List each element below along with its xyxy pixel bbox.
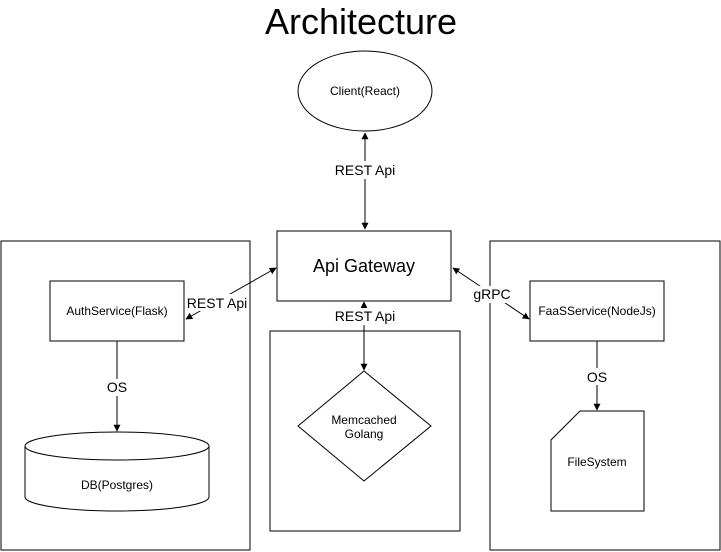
memcached-node[interactable]: Memcached Golang: [297, 370, 432, 482]
edge-label-client-gateway: REST Api: [335, 162, 395, 178]
edge-label-gateway-auth: REST Api: [187, 295, 247, 311]
client-label: Client(React): [330, 84, 400, 98]
faas-label: FaaSService(NodeJs): [538, 304, 655, 318]
memcached-label-line1: Memcached: [331, 413, 396, 427]
db-label: DB(Postgres): [81, 478, 153, 492]
edge-label-auth-db: OS: [107, 379, 127, 395]
edge-auth-db: OS: [105, 341, 129, 432]
auth-node[interactable]: AuthService(Flask): [49, 280, 185, 342]
memcached-label-line2: Golang: [345, 427, 384, 441]
db-node[interactable]: DB(Postgres): [24, 431, 210, 512]
gateway-node[interactable]: Api Gateway: [276, 230, 452, 302]
diagram-title: Architecture: [265, 1, 457, 42]
gateway-label: Api Gateway: [313, 256, 415, 276]
edge-gateway-auth: REST Api: [185, 267, 277, 320]
filesystem-node[interactable]: FileSystem: [550, 410, 645, 512]
client-node[interactable]: Client(React): [297, 50, 433, 132]
auth-label: AuthService(Flask): [66, 304, 167, 318]
faas-node[interactable]: FaaSService(NodeJs): [529, 280, 665, 342]
edge-label-gateway-memcached: REST Api: [335, 308, 395, 324]
edge-label-gateway-faas: gRPC: [473, 286, 510, 302]
edge-faas-filesystem: OS: [585, 341, 609, 411]
edge-label-faas-filesystem: OS: [587, 369, 607, 385]
edge-client-gateway: REST Api: [333, 132, 397, 230]
edge-gateway-memcached: REST Api: [333, 301, 397, 371]
filesystem-label: FileSystem: [567, 455, 626, 469]
edge-gateway-faas: gRPC: [452, 267, 530, 320]
